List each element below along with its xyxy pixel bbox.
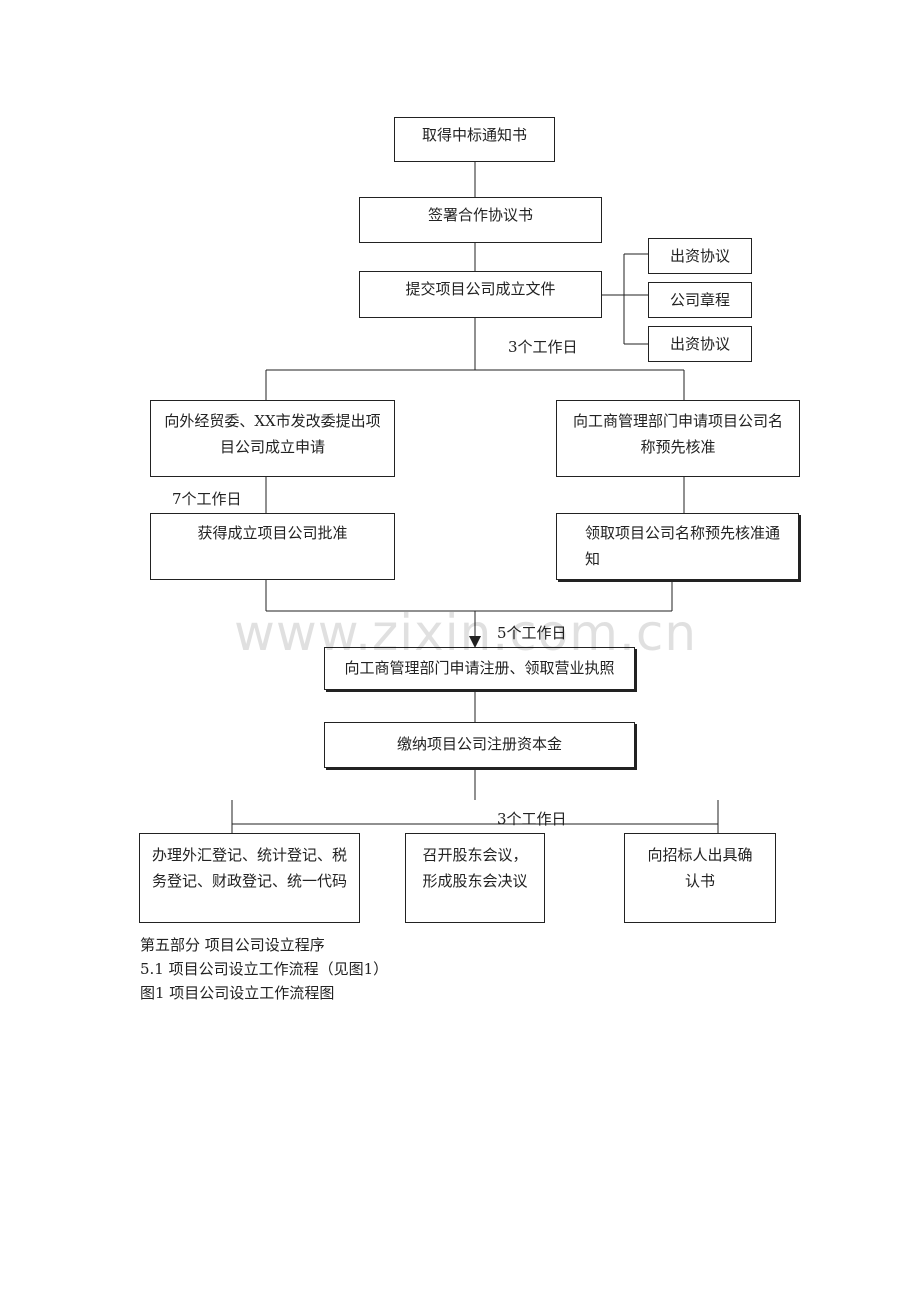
step-apply-name-approval-label: 向工商管理部门申请项目公司名称预先核准 (572, 412, 783, 456)
doc-articles-of-association-label: 公司章程 (669, 291, 730, 309)
step-pay-capital: 缴纳项目公司注册资本金 (324, 722, 635, 768)
step-apply-commission: 向外经贸委、XX市发改委提出项目公司成立申请 (150, 400, 395, 477)
step-receive-name-notice-label: 领取项目公司名称预先核准通知 (585, 524, 781, 568)
step-apply-name-approval: 向工商管理部门申请项目公司名称预先核准 (556, 400, 800, 477)
duration-label-3-days-a: 3个工作日 (508, 338, 578, 356)
step-obtain-notice: 取得中标通知书 (394, 117, 555, 162)
arrow-down-icon (469, 636, 481, 648)
step-sign-agreement: 签署合作协议书 (359, 197, 602, 243)
step-submit-documents: 提交项目公司成立文件 (359, 271, 602, 318)
duration-label-3-days-b: 3个工作日 (497, 810, 567, 828)
figure-caption: 图1 项目公司设立工作流程图 (140, 984, 335, 1002)
doc-capital-agreement-2-label: 出资协议 (669, 335, 730, 353)
step-register-license: 向工商管理部门申请注册、领取营业执照 (324, 647, 635, 690)
step-submit-documents-label: 提交项目公司成立文件 (405, 280, 556, 298)
duration-label-7-days: 7个工作日 (172, 490, 242, 508)
step-shareholder-meeting: 召开股东会议，形成股东会决议 (405, 833, 545, 923)
step-registrations-label: 办理外汇登记、统计登记、税务登记、财政登记、统一代码 (151, 846, 347, 890)
step-register-license-label: 向工商管理部门申请注册、领取营业执照 (344, 659, 615, 677)
step-apply-commission-label: 向外经贸委、XX市发改委提出项目公司成立申请 (164, 412, 381, 456)
step-shareholder-meeting-label: 召开股东会议，形成股东会决议 (422, 846, 528, 890)
step-sign-agreement-label: 签署合作协议书 (427, 206, 533, 224)
doc-capital-agreement-2: 出资协议 (648, 326, 752, 362)
section-heading: 5.1 项目公司设立工作流程（见图1） (140, 960, 389, 978)
step-obtain-approval-label: 获得成立项目公司批准 (197, 524, 348, 542)
step-confirmation-letter-label: 向招标人出具确认书 (647, 846, 753, 890)
duration-label-5-days: 5个工作日 (497, 624, 567, 642)
doc-capital-agreement-1: 出资协议 (648, 238, 752, 274)
doc-capital-agreement-1-label: 出资协议 (669, 247, 730, 265)
step-obtain-notice-label: 取得中标通知书 (421, 126, 527, 144)
part-heading: 第五部分 项目公司设立程序 (140, 936, 325, 954)
doc-articles-of-association: 公司章程 (648, 282, 752, 318)
step-obtain-approval: 获得成立项目公司批准 (150, 513, 395, 580)
step-registrations: 办理外汇登记、统计登记、税务登记、财政登记、统一代码 (139, 833, 360, 923)
step-receive-name-notice: 领取项目公司名称预先核准通知 (556, 513, 799, 580)
step-confirmation-letter: 向招标人出具确认书 (624, 833, 776, 923)
step-pay-capital-label: 缴纳项目公司注册资本金 (396, 735, 562, 753)
